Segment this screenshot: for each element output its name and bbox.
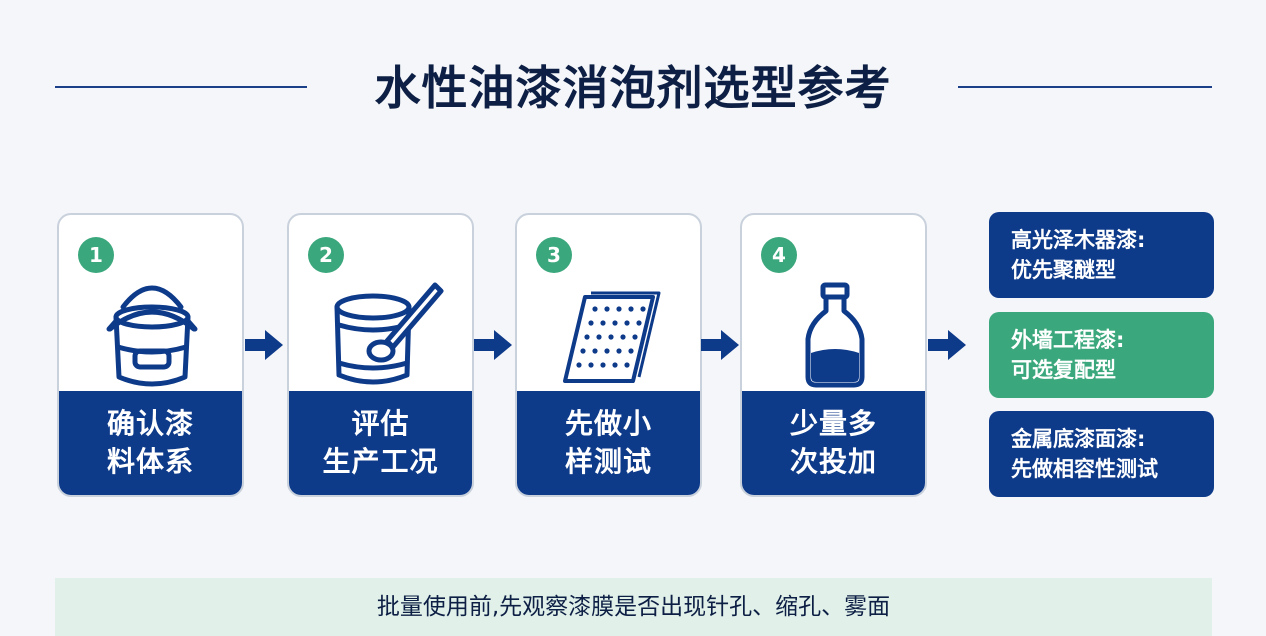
footer-note: 批量使用前,先观察漆膜是否出现针孔、缩孔、雾面 <box>55 578 1212 636</box>
recommendation-metal-paint: 金属底漆面漆: 先做相容性测试 <box>989 411 1214 497</box>
step-card-3: 3 先做小 样测试 <box>515 213 702 497</box>
recommendation-exterior-paint: 外墙工程漆: 可选复配型 <box>989 312 1214 398</box>
bottle-icon <box>805 282 865 388</box>
step-number-badge: 4 <box>761 237 797 273</box>
arrow-right-icon <box>701 330 739 360</box>
step-label: 确认漆 料体系 <box>59 391 242 495</box>
step-number-badge: 3 <box>536 237 572 273</box>
step-number-badge: 1 <box>78 237 114 273</box>
paint-bucket-icon <box>106 285 198 387</box>
step-label: 评估 生产工况 <box>289 391 472 495</box>
test-panel-icon <box>563 291 661 383</box>
step-card-1: 1 确认漆 料体系 <box>57 213 244 497</box>
arrow-right-icon <box>928 330 966 360</box>
step-label: 少量多 次投加 <box>742 391 925 495</box>
step-number-badge: 2 <box>308 237 344 273</box>
step-label: 先做小 样测试 <box>517 391 700 495</box>
arrow-right-icon <box>245 330 283 360</box>
page-title: 水性油漆消泡剂选型参考 <box>374 61 892 115</box>
step-card-4: 4 少量多 次投加 <box>740 213 927 497</box>
title-divider-right <box>958 86 1212 88</box>
step-card-2: 2 评估 生产工况 <box>287 213 474 497</box>
title-divider-left <box>55 86 307 88</box>
arrow-right-icon <box>474 330 512 360</box>
recommendation-wood-paint: 高光泽木器漆: 优先聚醚型 <box>989 212 1214 298</box>
paint-can-stir-icon <box>334 282 444 385</box>
